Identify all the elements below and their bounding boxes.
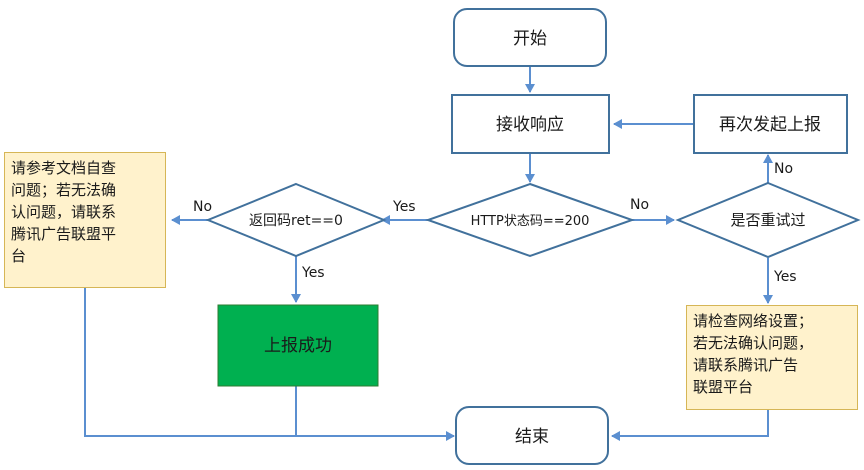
http-status-label: HTTP状态码==200: [471, 214, 590, 229]
end-label: 结束: [515, 427, 549, 447]
ret-code-label: 返回码ret==0: [249, 213, 343, 229]
http-status-decision: [424, 182, 636, 258]
retry-yes-label: Yes: [773, 269, 797, 285]
success-node: [217, 304, 379, 387]
retry-report-node: [693, 94, 848, 154]
start-label: 开始: [513, 29, 547, 49]
note-check-docs: 请参考文档自查 问题；若无法确 认问题，请联系 腾讯广告联盟平 台: [4, 152, 166, 288]
receive-response-label: 接收响应: [496, 115, 564, 135]
retry-no-label: No: [774, 161, 793, 177]
ret-yes-label: Yes: [301, 265, 325, 281]
retry-report-label: 再次发起上报: [719, 115, 821, 135]
ret-no-label: No: [193, 199, 212, 215]
success-label: 上报成功: [264, 336, 332, 356]
retried-label: 是否重试过: [730, 211, 805, 229]
ret-code-decision: [205, 182, 387, 258]
note-check-network: 请检查网络设置； 若无法确认问题， 请联系腾讯广告 联盟平台: [686, 305, 858, 410]
edge-note-right-to-end: [611, 410, 769, 441]
receive-response-node: [451, 94, 610, 154]
edge-note-left-to-end: [84, 288, 455, 441]
http-yes-label: Yes: [392, 199, 416, 215]
start-node: [453, 8, 607, 67]
http-no-label: No: [630, 197, 649, 213]
retried-decision: [675, 181, 861, 259]
end-node: [455, 406, 609, 465]
